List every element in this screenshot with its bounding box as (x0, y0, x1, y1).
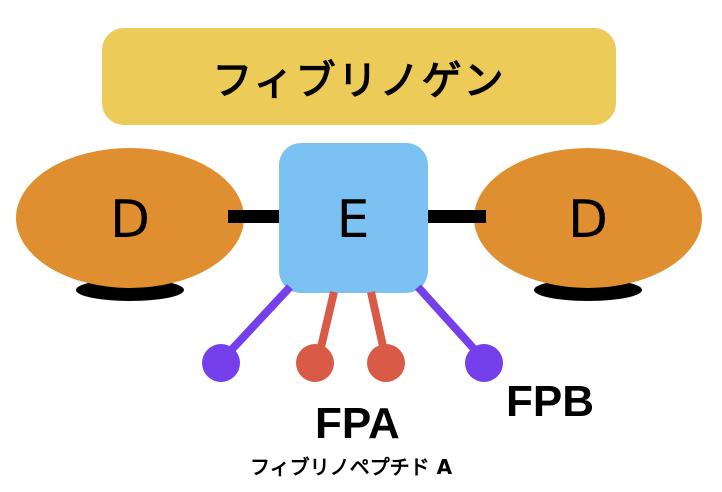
title-banner: フィブリノゲン (102, 28, 616, 125)
title-text: フィブリノゲン (212, 57, 506, 104)
fpa-right-bead (367, 344, 405, 382)
fpa-label: FPA (315, 399, 400, 448)
center-e-label: E (336, 190, 370, 250)
left-d-label: D (109, 190, 151, 250)
right-connector (418, 210, 486, 223)
right-d-label: D (567, 190, 609, 250)
center-e-domain (279, 143, 428, 293)
fpb-label: FPB (506, 377, 594, 426)
left-d-domain (16, 148, 244, 288)
fpa-full-label: フィブリノペプチド A (250, 455, 453, 479)
fpb-left-stalk (219, 284, 293, 363)
fpa-left-bead (296, 344, 334, 382)
right-d-domain (474, 148, 702, 288)
fpb-left-bead (202, 344, 240, 382)
fpb-right-bead (465, 344, 503, 382)
